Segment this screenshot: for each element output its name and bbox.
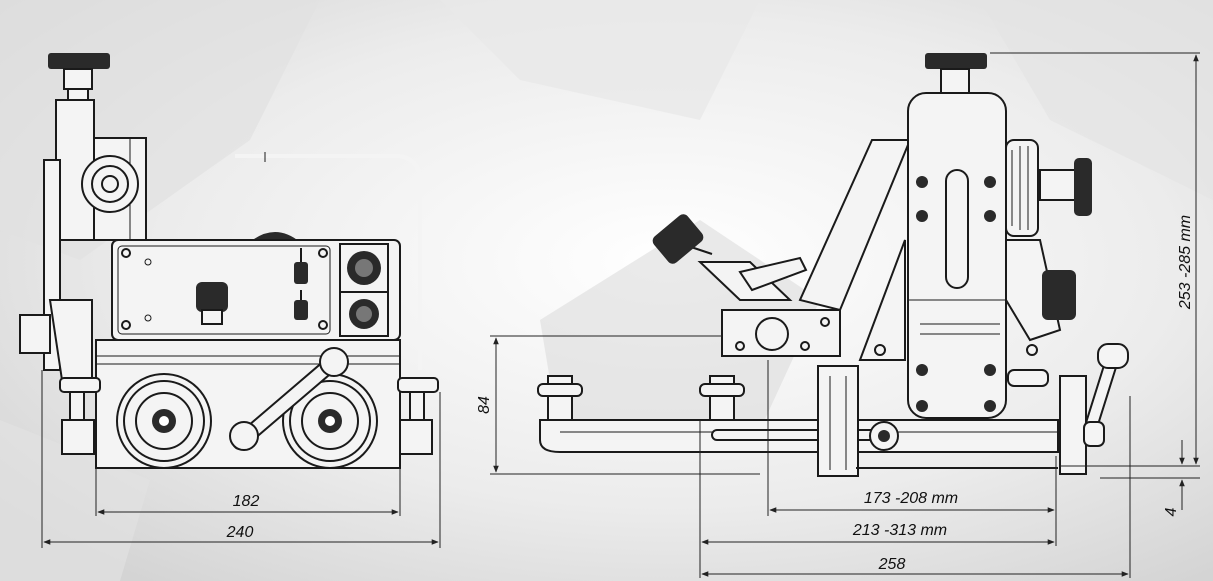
side-dimensions bbox=[490, 52, 1200, 578]
welding-carriage-side-view-icon bbox=[537, 53, 1129, 477]
front-dimensions bbox=[41, 370, 441, 548]
front-overall-width-label: 240 bbox=[226, 524, 254, 541]
side-range-short-label: 173 -208 mm bbox=[864, 490, 958, 507]
side-clearance-label: 4 bbox=[1163, 507, 1180, 516]
side-overall-length-label: 258 bbox=[878, 556, 906, 573]
side-overall-height-label: 253 -285 mm bbox=[1177, 215, 1194, 310]
side-height-label: 84 bbox=[476, 396, 493, 414]
side-range-long-label: 213 -313 mm bbox=[852, 522, 947, 539]
welding-carriage-front-view-icon bbox=[19, 53, 439, 469]
front-inner-width-label: 182 bbox=[233, 493, 260, 510]
